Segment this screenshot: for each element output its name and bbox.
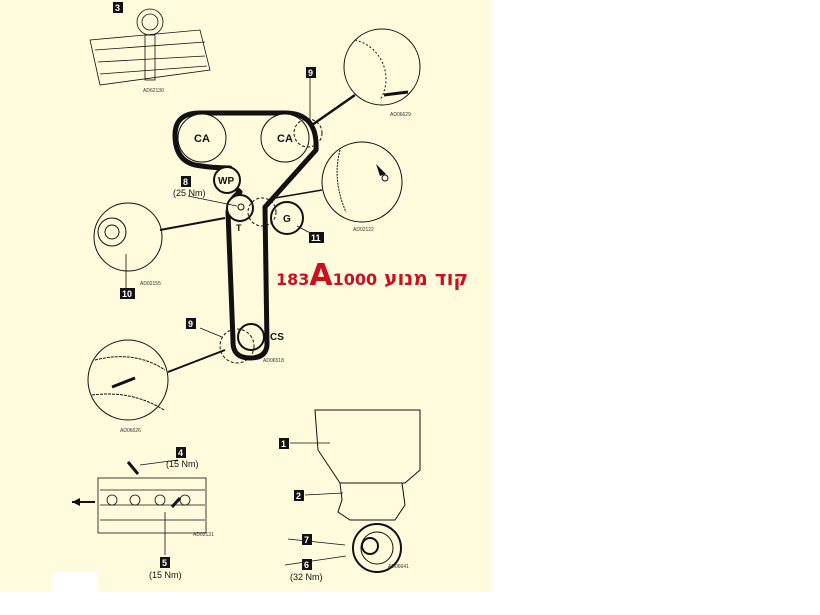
pulley-label-cs: CS (270, 332, 284, 343)
callout-5: 5 (162, 558, 167, 568)
callout-6: 6 (304, 560, 309, 570)
pulley-label-ca-left: CA (194, 133, 210, 145)
timing-belt-diagram: CA CA WP G T CS 3 9 8 11 10 9 4 5 1 2 7 … (72, 2, 421, 582)
engine-code-title: 183A1000 קוד מנוע (276, 258, 468, 293)
pulley-label-wp: WP (218, 176, 234, 187)
figure-code: AD02131 (193, 532, 214, 538)
timing-cover (314, 409, 421, 484)
callout-3: 3 (115, 3, 120, 13)
tensioner-pulley (226, 194, 254, 222)
callout-1: 1 (281, 439, 286, 449)
callout-7: 7 (304, 535, 309, 545)
camshaft-pulley-left (177, 113, 227, 163)
callouts: 3 9 8 11 10 9 4 5 1 2 7 6 (113, 2, 324, 570)
crankshaft-damper (352, 523, 402, 573)
pulley-label-t: T (236, 223, 242, 233)
torque-6: (32 Nm) (290, 572, 323, 582)
engine-code-letter: A (309, 258, 333, 293)
figure-code: AD62130 (143, 88, 164, 94)
crank-mark-inset (93, 202, 163, 272)
cylinder-head (97, 477, 207, 534)
diagram-canvas: CA CA WP G T CS 3 9 8 11 10 9 4 5 1 2 7 … (0, 0, 492, 592)
torque-5: (15 Nm) (149, 570, 182, 580)
camshaft-pulley-right (260, 113, 310, 163)
dial-gauge-inset (89, 8, 211, 86)
figure-code: AD02155 (140, 281, 161, 287)
cam-mark-inset (343, 28, 421, 106)
tensioner-inset (321, 141, 403, 223)
figure-code: AD06518 (263, 358, 284, 364)
callout-9-bottom: 9 (188, 319, 193, 329)
torque-8: (25 Nm) (173, 188, 206, 198)
engine-code-suffix: 1000 (332, 270, 378, 289)
pulley-label-ca-right: CA (277, 133, 293, 145)
callout-2: 2 (296, 491, 301, 501)
callout-11: 11 (311, 233, 321, 243)
water-pump-pulley (213, 166, 241, 194)
figure-code: AD06629 (390, 112, 411, 118)
cs-mark-inset (87, 339, 169, 421)
timing-belt (172, 110, 319, 361)
pulley-label-g: G (283, 214, 291, 225)
guide-pulley (270, 201, 304, 235)
engine-code-prefix: 183 (276, 270, 310, 289)
engine-code-hebrew: קוד מנוע (384, 266, 469, 290)
figure-code: AD06626 (120, 428, 141, 434)
callout-10: 10 (122, 289, 132, 299)
callout-8: 8 (183, 177, 188, 187)
figure-code: AD02122 (353, 227, 374, 233)
figure-code: AD06641 (388, 564, 409, 570)
blank-patch (52, 572, 98, 592)
callout-4: 4 (178, 448, 183, 458)
callout-9-top: 9 (308, 68, 313, 78)
torque-4: (15 Nm) (166, 459, 199, 469)
